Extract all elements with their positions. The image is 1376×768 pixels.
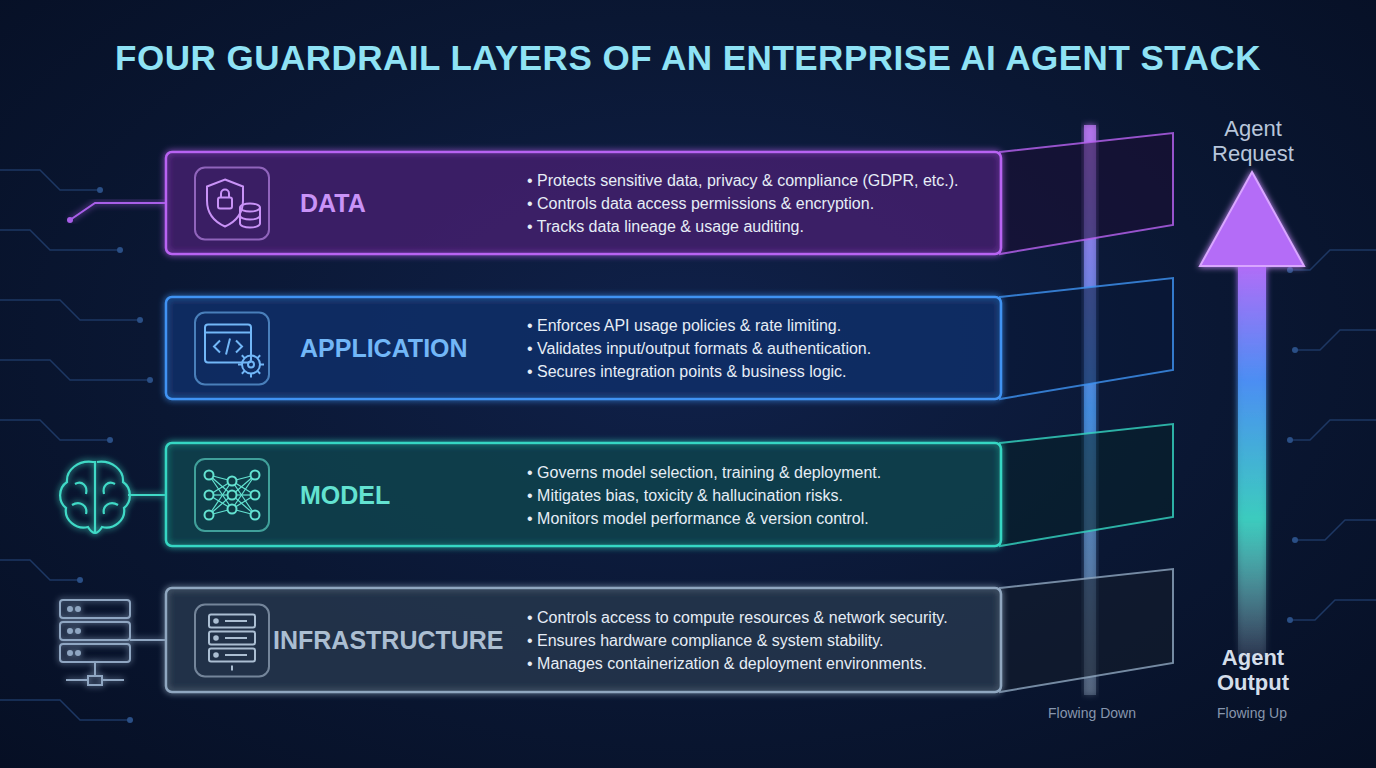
bullet-text: • Governs model selection, training & de… <box>527 461 881 484</box>
bullet-text: • Manages containerization & deployment … <box>527 652 948 675</box>
flow-label: Agent Request <box>1188 116 1318 166</box>
flow-label: Agent Output <box>1188 645 1318 695</box>
layer-icon <box>195 313 269 385</box>
bullet-text: • Mitigates bias, toxicity & hallucinati… <box>527 484 881 507</box>
bullet-list: • Controls access to compute resources &… <box>527 606 948 675</box>
layer-name: APPLICATION <box>300 334 468 363</box>
bullet-text: • Validates input/output formats & authe… <box>527 337 871 360</box>
direction-caption: Flowing Down <box>1027 705 1157 721</box>
slab-front <box>166 152 1001 254</box>
slab-front <box>166 297 1001 399</box>
trace-dots <box>77 187 1298 723</box>
layer-slab: DATA • Protects sensitive data, privacy &… <box>165 132 1175 255</box>
server-icon <box>60 600 165 685</box>
slab-front <box>166 588 1001 692</box>
layer-name: INFRASTRUCTURE <box>273 626 504 655</box>
slab-front <box>166 443 1001 546</box>
bullet-text: • Secures integration points & business … <box>527 360 871 383</box>
layer-slab: APPLICATION • Enforces API usage policies… <box>165 277 1175 400</box>
layer-name: DATA <box>300 189 366 218</box>
slab-side <box>1000 424 1173 546</box>
bullet-text: • Enforces API usage policies & rate lim… <box>527 314 871 337</box>
layer-icon <box>195 168 269 240</box>
flow-arrow <box>1085 255 1095 277</box>
layer-slab: INFRASTRUCTURE • Controls access to compu… <box>165 568 1175 693</box>
layer-slab: MODEL • Governs model selection, training… <box>165 423 1175 547</box>
diagram-title: FOUR GUARDRAIL LAYERS OF AN ENTERPRISE A… <box>0 38 1376 78</box>
layer-icon <box>195 605 269 677</box>
layer-icon <box>195 459 269 531</box>
bullet-text: • Monitors model performance & version c… <box>527 507 881 530</box>
bullet-text: • Protects sensitive data, privacy & com… <box>527 169 959 192</box>
data-feed-line <box>70 203 165 220</box>
bullet-text: • Tracks data lineage & usage auditing. <box>527 215 959 238</box>
bullet-list: • Governs model selection, training & de… <box>527 461 881 530</box>
slab-side <box>1000 278 1173 399</box>
layer-name: MODEL <box>300 481 390 510</box>
bullet-text: • Controls access to compute resources &… <box>527 606 948 629</box>
data-feed-dot <box>67 217 73 223</box>
flow-arrow <box>1085 547 1095 568</box>
bullet-list: • Protects sensitive data, privacy & com… <box>527 169 959 238</box>
slab-side <box>1000 569 1173 692</box>
brain-icon <box>60 462 165 533</box>
bullet-list: • Enforces API usage policies & rate lim… <box>527 314 871 383</box>
bullet-text: • Ensures hardware compliance & system s… <box>527 629 948 652</box>
direction-caption: Flowing Up <box>1197 705 1307 721</box>
flow-arrow <box>1085 400 1095 423</box>
bullet-text: • Controls data access permissions & enc… <box>527 192 959 215</box>
slab-side <box>1000 133 1173 254</box>
up-arrow <box>1200 172 1304 657</box>
